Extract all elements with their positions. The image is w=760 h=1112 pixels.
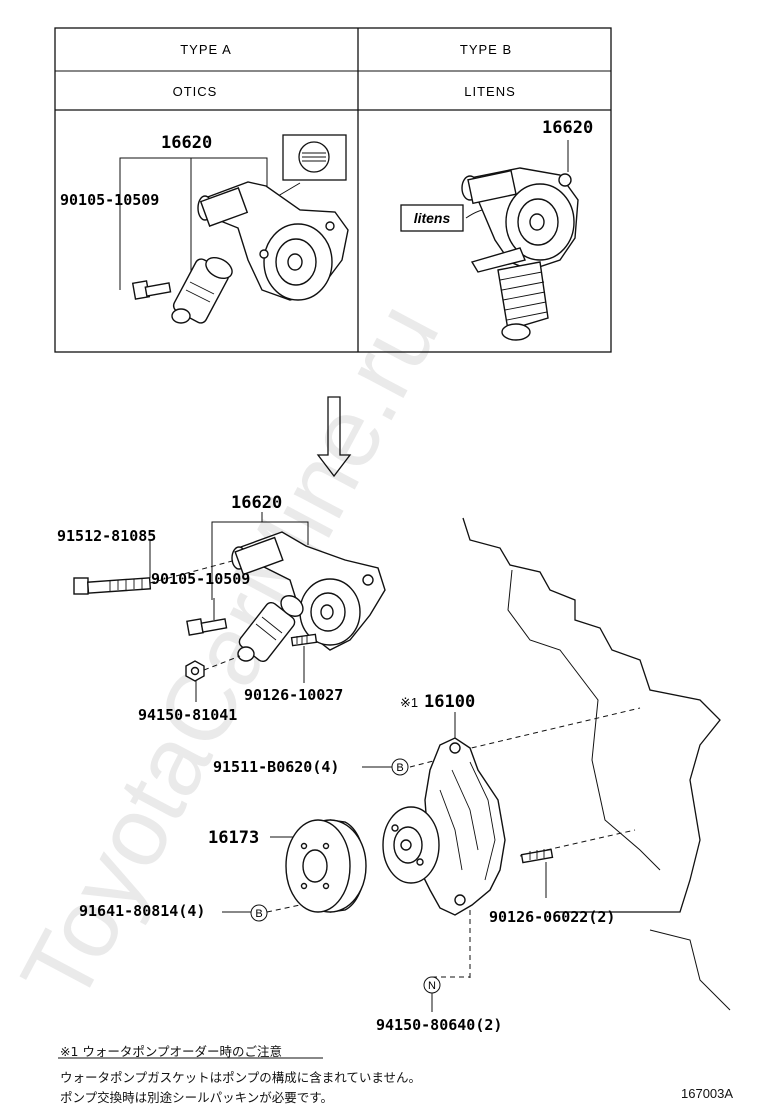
- note-line-2: ポンプ交換時は別途シールパッキンが必要です。: [60, 1090, 334, 1105]
- nut-number: 94150-81041: [138, 706, 237, 724]
- bolt-long-number: 91512-81085: [57, 527, 156, 545]
- callout-b-pulley-bolt-label: B: [255, 908, 262, 920]
- stud-number: 90126-10027: [244, 686, 343, 704]
- note-title: ※1 ウォータポンプオーダー時のご注意: [60, 1044, 283, 1059]
- svg-text:litens: litens: [414, 210, 451, 226]
- pump-stud-number: 90126-06022(2): [489, 908, 615, 926]
- type-b-maker: LITENS: [464, 84, 516, 99]
- type-a-bolt-number: 90105-10509: [60, 191, 159, 209]
- water-pump-assembly: ※1 16100: [382, 692, 641, 982]
- down-arrow-icon: [316, 396, 352, 478]
- type-a-maker: OTICS: [173, 84, 218, 99]
- tensioner-assembly: 16620: [57, 493, 386, 724]
- water-pump-number: 16100: [424, 692, 475, 712]
- water-pump-mark: ※1: [400, 695, 418, 710]
- type-a-tensioner-drawing: 16620 90105-10509: [60, 133, 349, 324]
- callout-b-pulley-bolt: [250, 904, 268, 922]
- type-b-header: TYPE B: [460, 42, 512, 57]
- callout-b-pump-bolt-label: B: [396, 762, 403, 774]
- bolt-short-number: 90105-10509: [151, 570, 250, 588]
- pump-nut-number: 94150-80640(2): [376, 1016, 502, 1034]
- litens-logo: litens: [400, 204, 464, 232]
- tensioner-part-number: 16620: [231, 493, 282, 513]
- type-a-part-number: 16620: [161, 133, 212, 153]
- callout-b-pump-bolt: [391, 758, 409, 776]
- watermark-text: ToyotaCarMine.ru: [0, 285, 460, 1020]
- pump-bolt-number: 91511-B0620(4): [213, 758, 339, 776]
- diagram-code: 167003A: [681, 1086, 734, 1101]
- type-comparison-table: TYPE A TYPE B OTICS LITENS: [54, 27, 612, 353]
- engine-block-outline: [462, 517, 731, 1011]
- type-b-part-number: 16620: [542, 118, 593, 138]
- callout-n-pump-nut-label: N: [428, 980, 436, 992]
- note-line-1: ウォータポンプガスケットはポンプの構成に含まれていません。: [60, 1070, 422, 1085]
- type-a-header: TYPE A: [180, 42, 232, 57]
- pulley-number: 16173: [208, 828, 259, 848]
- water-pump-pulley: 16173: [208, 819, 367, 913]
- type-b-tensioner-drawing: 16620 litens: [400, 118, 593, 341]
- pulley-bolt-number: 91641-80814(4): [79, 902, 205, 920]
